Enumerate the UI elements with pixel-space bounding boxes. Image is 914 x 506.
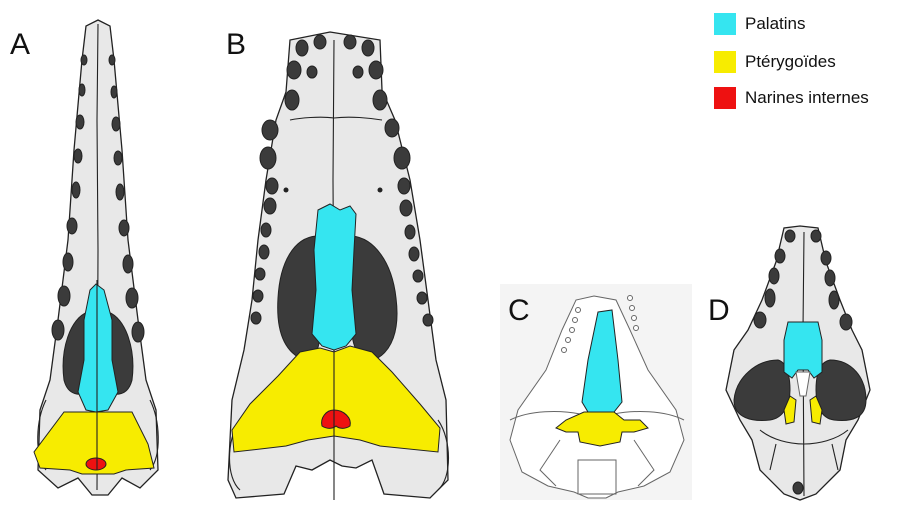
legend-item-palatins: Palatins (745, 13, 805, 35)
skull-d (726, 226, 870, 500)
legend-item-pterygoides: Ptérygoïdes (745, 51, 836, 73)
palatine-b (312, 204, 356, 350)
choana-a (86, 458, 106, 470)
legend-label-narines: Narines internes (745, 88, 869, 108)
panel-label-d: D (708, 294, 730, 328)
legend-swatch-narines (714, 87, 736, 109)
skull-b (228, 32, 449, 500)
legend-item-narines: Narines internes (745, 87, 869, 109)
skull-a (34, 20, 158, 495)
panel-label-a: A (10, 28, 30, 62)
legend-swatches (714, 13, 736, 109)
panel-label-b: B (226, 28, 246, 62)
palatine-d (784, 322, 822, 378)
panel-label-c: C (508, 294, 530, 328)
legend-label-pterygoides: Ptérygoïdes (745, 52, 836, 72)
legend-swatch-pterygoides (714, 51, 736, 73)
legend-label-palatins: Palatins (745, 14, 805, 34)
legend-swatch-palatins (714, 13, 736, 35)
